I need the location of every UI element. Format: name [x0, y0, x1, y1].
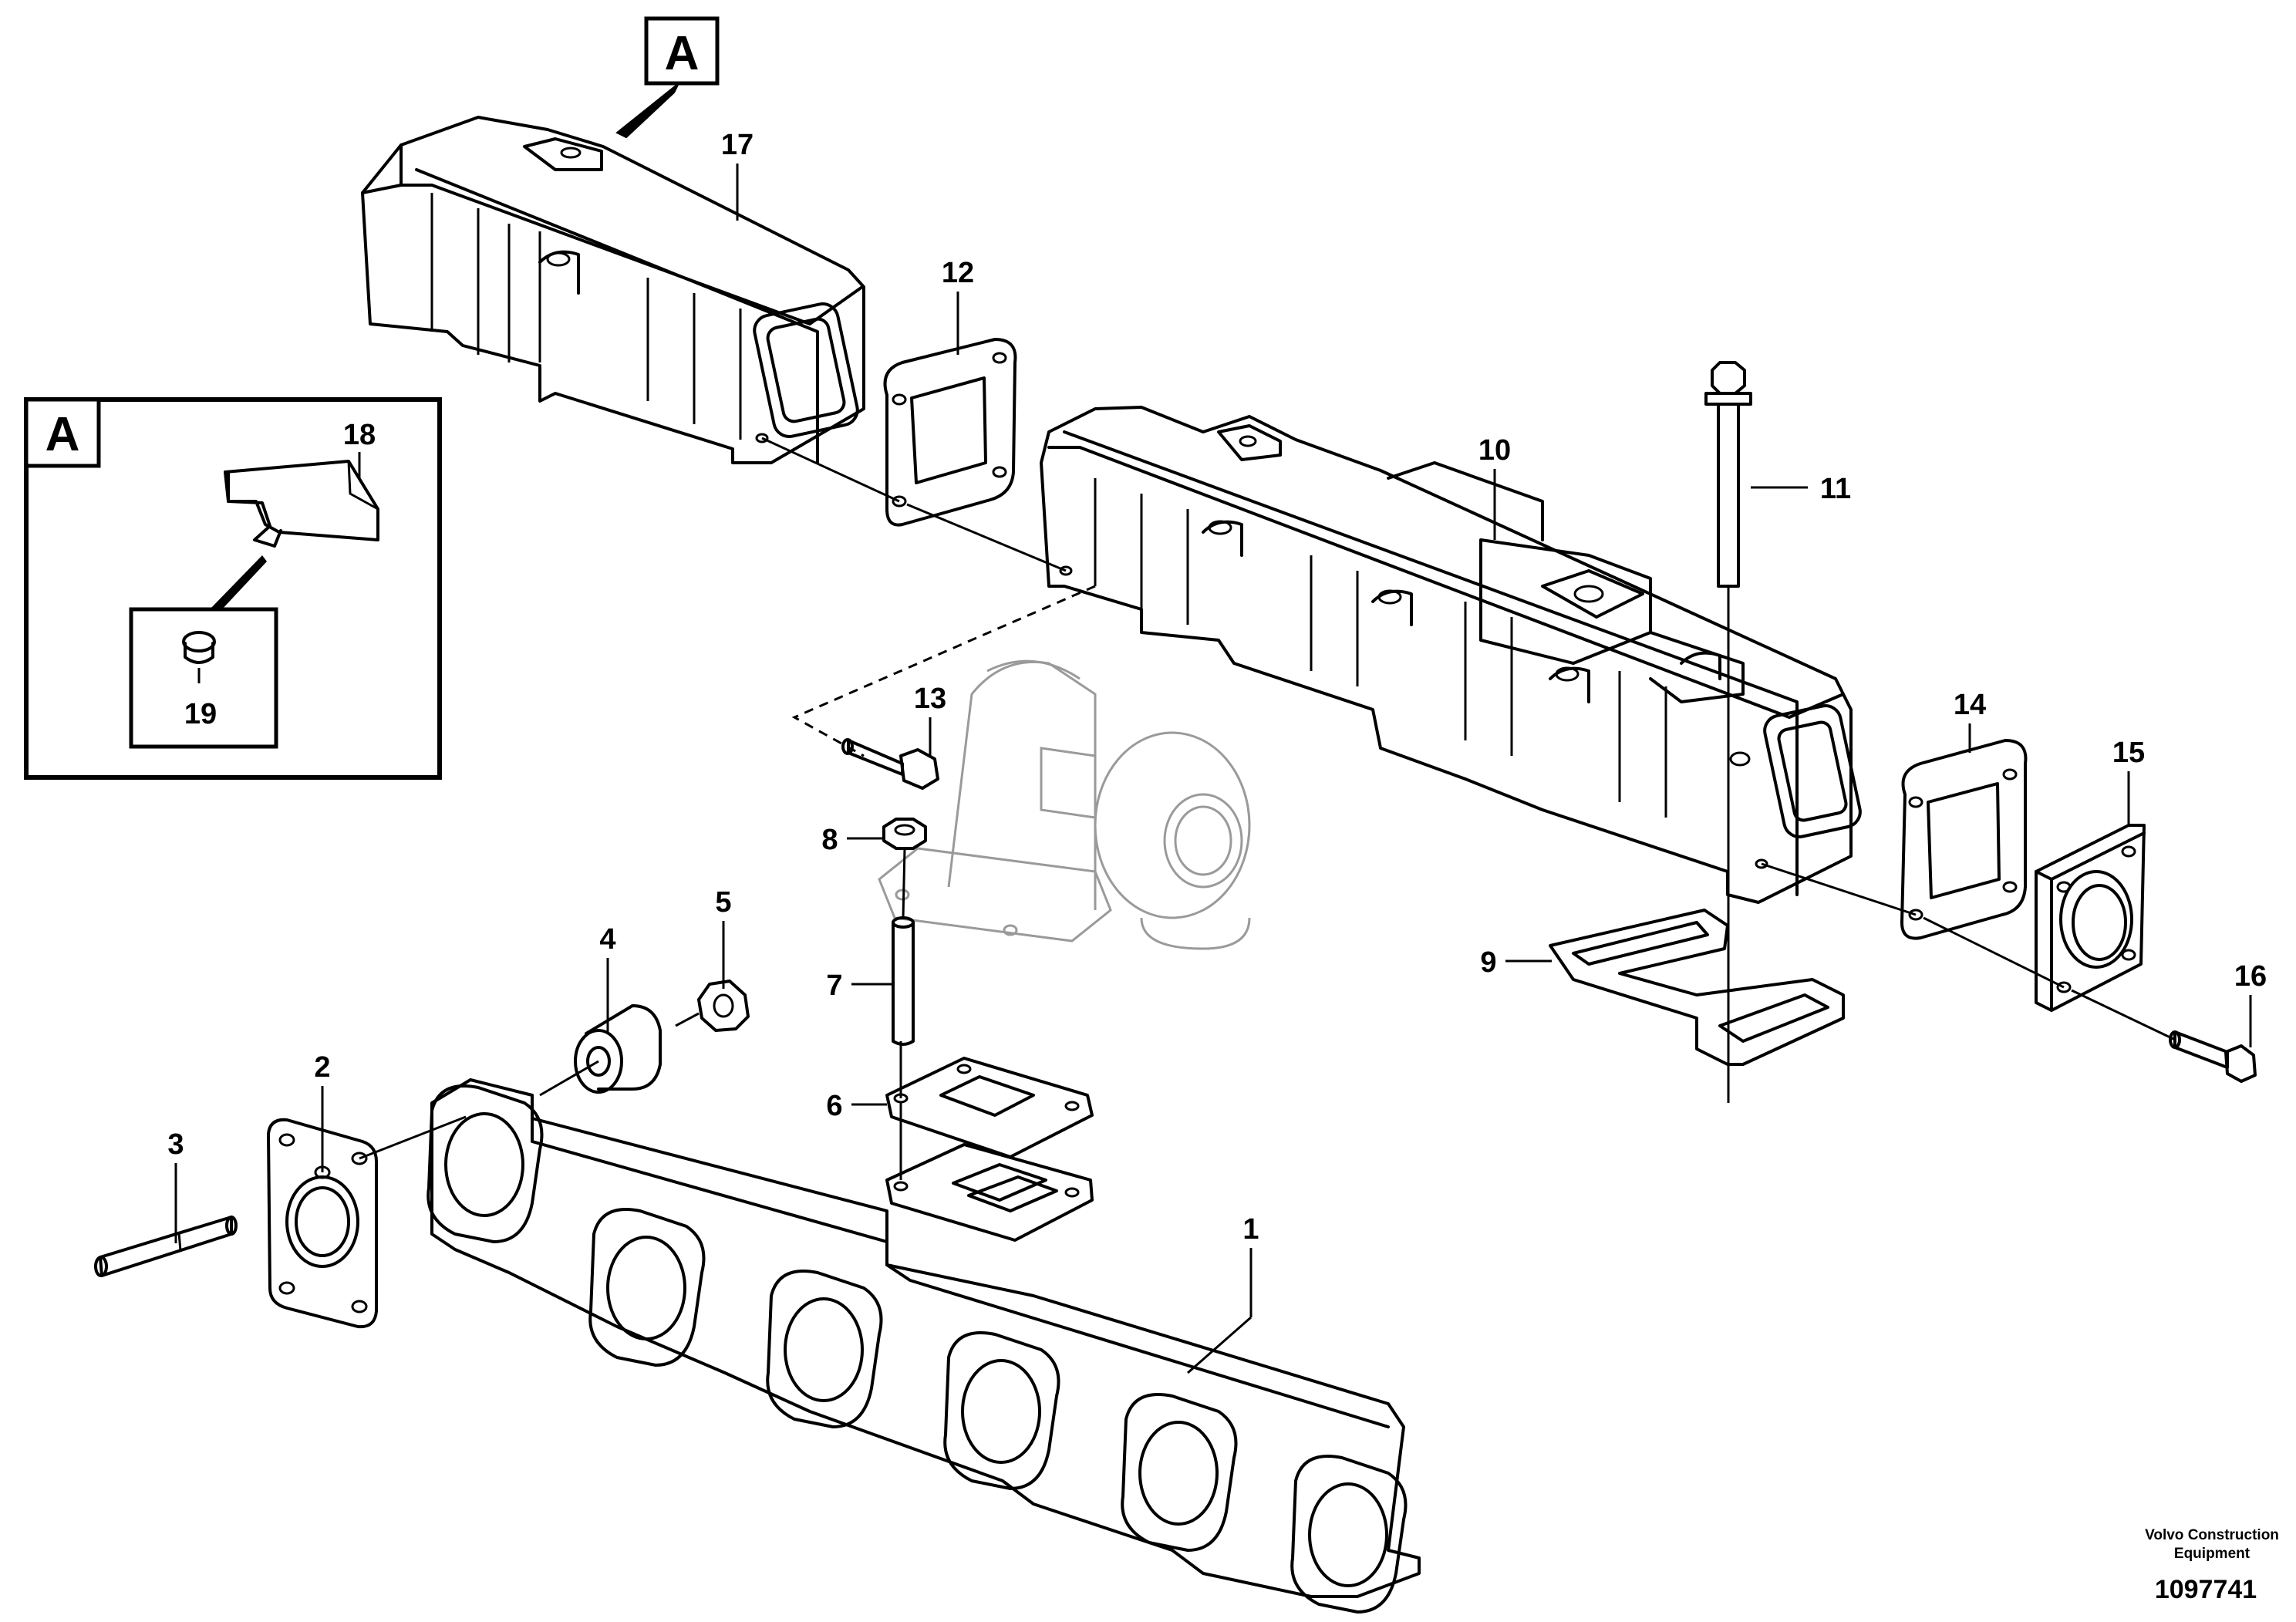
part-7-stud — [892, 916, 915, 1046]
callout-1: 1 — [1242, 1213, 1259, 1246]
part-18-bracket — [224, 460, 379, 548]
part-6-gasket-lower — [885, 1143, 1094, 1242]
callout-8: 8 — [821, 824, 838, 856]
callout-5: 5 — [715, 886, 731, 919]
part-6-gasket-upper — [885, 1057, 1094, 1158]
view-marker-a: A — [615, 16, 720, 139]
part-14-gasket — [1900, 739, 2028, 940]
part-19-plug — [182, 631, 216, 664]
brand-line-1: Volvo Construction — [2145, 1527, 2279, 1543]
part-8-nut — [882, 818, 927, 850]
part-11-long-bolt — [1704, 361, 1752, 1103]
brand-line-2: Equipment — [2174, 1546, 2250, 1562]
part-1-exhaust-manifold — [426, 1078, 1421, 1614]
callout-11: 11 — [1820, 473, 1851, 505]
inset-letter: A — [46, 408, 80, 461]
callout-10: 10 — [1478, 434, 1511, 467]
callout-9: 9 — [1480, 946, 1496, 979]
part-13-flange-screw — [841, 738, 939, 790]
part-9-gasket — [1549, 909, 1845, 1066]
callout-17: 17 — [721, 129, 754, 161]
callout-leaders — [174, 164, 2252, 1374]
callout-7: 7 — [826, 969, 842, 1002]
assembly-lines — [359, 437, 2176, 1160]
part-5-nut — [697, 980, 750, 1032]
part-16-screw — [2169, 1030, 2257, 1083]
callout-numbers: 1 2 3 4 5 6 7 8 9 10 11 12 13 14 15 16 1… — [167, 129, 2267, 1246]
callout-4: 4 — [599, 923, 615, 956]
callout-15: 15 — [2112, 737, 2145, 769]
part-3-stud — [94, 1216, 238, 1277]
callout-13: 13 — [914, 683, 946, 715]
part-12-gasket — [883, 338, 1017, 527]
footer-brand-block: Volvo Construction Equipment 1097741 — [2145, 1527, 2279, 1604]
callout-6: 6 — [826, 1090, 842, 1122]
inset-detail-a: A — [24, 397, 442, 780]
callout-14: 14 — [1954, 689, 1986, 721]
turbocharger-ghost — [878, 659, 1251, 950]
view-marker-letter: A — [665, 27, 700, 80]
part-17-heat-shield-front — [361, 116, 865, 464]
callout-3: 3 — [167, 1128, 184, 1161]
callout-2: 2 — [314, 1051, 330, 1084]
callout-16: 16 — [2234, 960, 2267, 993]
callout-12: 12 — [942, 257, 974, 289]
callout-18: 18 — [343, 419, 376, 451]
part-4-spacer-sleeve — [574, 1004, 662, 1094]
document-number: 1097741 — [2155, 1575, 2257, 1604]
callout-19: 19 — [184, 698, 217, 730]
